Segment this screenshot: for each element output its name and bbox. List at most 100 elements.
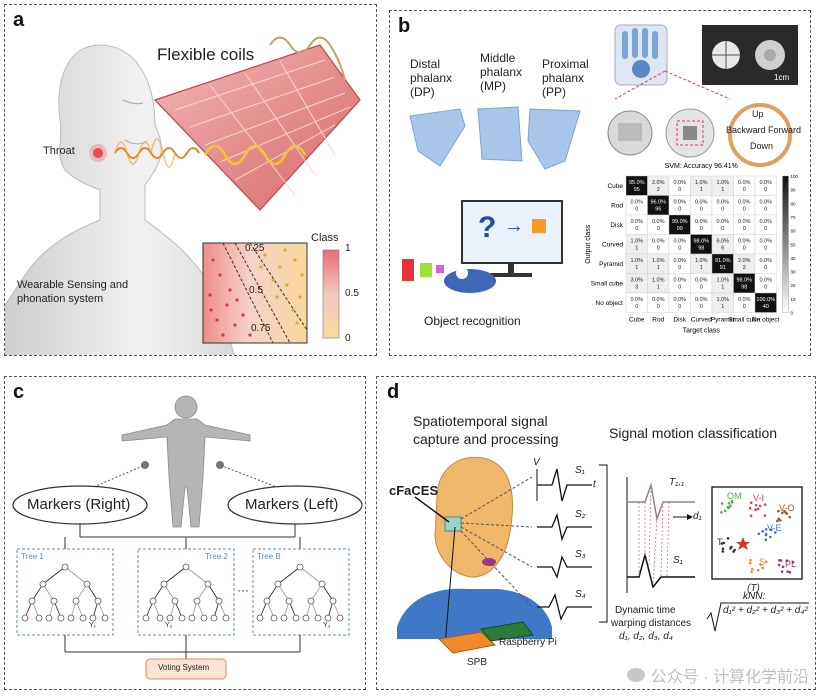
cm-cell-pct: 1.0%: [716, 297, 729, 303]
panel-d: d Spatiotemporal signal capture and proc…: [376, 376, 816, 690]
heading-spatiotemporal-l1: Spatiotemporal signal: [413, 413, 548, 429]
phalanx-dp-l3: (DP): [410, 85, 435, 99]
cm-cell-count: 1: [721, 285, 724, 291]
cm-cell-count: 2: [743, 265, 746, 271]
t-axis-label: t: [593, 479, 596, 490]
cm-col-label: Curved: [691, 317, 712, 324]
cm-cell-pct: 100.0%: [756, 297, 775, 303]
cm-cell-pct: 0.0%: [695, 219, 708, 225]
cm-cell-count: 91: [720, 265, 726, 271]
scatter-point: [733, 548, 736, 552]
coils-label: Flexible coils: [157, 45, 255, 64]
cm-row-label: Curved: [602, 242, 623, 249]
throat-label: Throat: [43, 145, 75, 157]
scatter-point: [757, 532, 761, 536]
cm-cell-count: 1: [635, 246, 638, 252]
cm-cell-count: 95: [634, 187, 640, 193]
cm-cell-count: 96: [655, 207, 661, 213]
cm-cell-pct: 0.0%: [759, 200, 772, 206]
cm-colorbar: [782, 175, 789, 313]
cm-colorbar-tick: 0: [791, 311, 794, 316]
cm-cell-count: 0: [635, 226, 638, 232]
cm-cell-count: 0: [721, 226, 724, 232]
knn-formula: d₁² + d₂² + d₃² + d₄²: [723, 605, 808, 616]
cm-cell-pct: 0.0%: [695, 200, 708, 206]
cm-cell-count: 0: [635, 304, 638, 310]
cm-cell-pct: 6.0%: [716, 239, 729, 245]
markers-left-label: Markers (Left): [245, 496, 339, 513]
cm-cell-pct: 1.0%: [652, 278, 665, 284]
cluster-pl: PL: [785, 559, 797, 569]
cm-cell-pct: 1.0%: [630, 239, 643, 245]
scatter-caption: (T): [747, 583, 760, 594]
voting-system-label: Voting System: [158, 663, 210, 672]
panel-b-label: b: [398, 15, 411, 37]
t11-label: T₁,₁: [669, 477, 685, 488]
scatter-point: [729, 504, 732, 508]
scatter-point: [764, 527, 768, 531]
scatter-point: [776, 519, 779, 523]
cm-colorbar-tick: 80: [791, 201, 797, 206]
scatter-point: [748, 506, 752, 510]
cm-cell-count: 0: [700, 207, 703, 213]
scatter-point: [750, 567, 754, 571]
cm-cell-pct: 0.0%: [759, 258, 772, 264]
scatter-point: [754, 508, 757, 512]
cm-cell-pct: 0.0%: [695, 297, 708, 303]
heading-spatiotemporal-l2: capture and processing: [413, 431, 559, 447]
cm-cell-count: 40: [763, 304, 769, 310]
phalanx-pp-l2: phalanx: [542, 71, 585, 85]
cm-cell-count: 98: [741, 285, 747, 291]
cm-cell-count: 0: [657, 226, 660, 232]
contour-label-075: 0.75: [251, 323, 271, 334]
watermark: 公众号 · 计算化学前沿: [626, 663, 809, 687]
panel-a: a: [4, 4, 377, 356]
scatter-point: [759, 563, 762, 566]
panel-d-label: d: [387, 381, 400, 403]
device-label: cFaCES: [389, 483, 439, 498]
cm-cell-pct: 0.0%: [759, 239, 772, 245]
class-title: Class: [311, 232, 339, 244]
cm-colorbar-tick: 10: [791, 297, 797, 302]
panel-a-label: a: [13, 9, 25, 31]
cm-colorbar-tick: 30: [791, 270, 797, 275]
cm-cell-pct: 0.0%: [716, 219, 729, 225]
scatter-point: [791, 560, 795, 564]
cm-cell-pct: 2.0%: [652, 180, 665, 186]
scatter-point: [750, 570, 753, 574]
scatter-point: [721, 547, 725, 551]
cm-cell-pct: 0.0%: [738, 200, 751, 206]
cluster-vo: V-O: [779, 503, 795, 513]
tree-1-output: Y₁: [89, 622, 97, 629]
cm-cell-count: 98: [698, 246, 704, 252]
cm-cell-count: 1: [657, 285, 660, 291]
cm-colorbar-tick: 60: [791, 229, 797, 234]
cm-cell-count: 0: [764, 265, 767, 271]
panel-b-illustrations: [402, 24, 798, 293]
cm-cell-count: 1: [700, 265, 703, 271]
cm-colorbar-tick: 90: [791, 188, 797, 193]
scatter-point: [786, 570, 789, 573]
cm-cell-pct: 96.0%: [650, 200, 666, 206]
scatter-point: [773, 531, 777, 534]
scatter-point: [788, 570, 792, 574]
cm-cell-pct: 0.0%: [652, 297, 665, 303]
scatter-point: [749, 501, 753, 505]
cm-colorbar-tick: 20: [791, 283, 797, 288]
cm-cell-count: 0: [700, 285, 703, 291]
decision-tree-1: [21, 563, 109, 622]
cm-colorbar-tick: 70: [791, 215, 797, 220]
cm-cell-pct: 0.0%: [673, 239, 686, 245]
phalanx-dp-l2: phalanx: [410, 71, 453, 85]
scatter-point: [783, 510, 786, 513]
system-label-line1: Wearable Sensing and: [17, 279, 129, 291]
raspberry-pi-label: Raspberry Pi: [499, 637, 557, 648]
scatter-point: [785, 559, 789, 563]
wechat-icon: [626, 668, 645, 682]
cm-cell-count: 0: [743, 304, 746, 310]
cluster-om: OM: [727, 491, 742, 501]
cm-colorbar-tick: 100: [791, 174, 799, 179]
robot-hand-icon: [614, 24, 668, 86]
cm-cell-count: 3: [635, 285, 638, 291]
cm-cell: [754, 292, 777, 313]
